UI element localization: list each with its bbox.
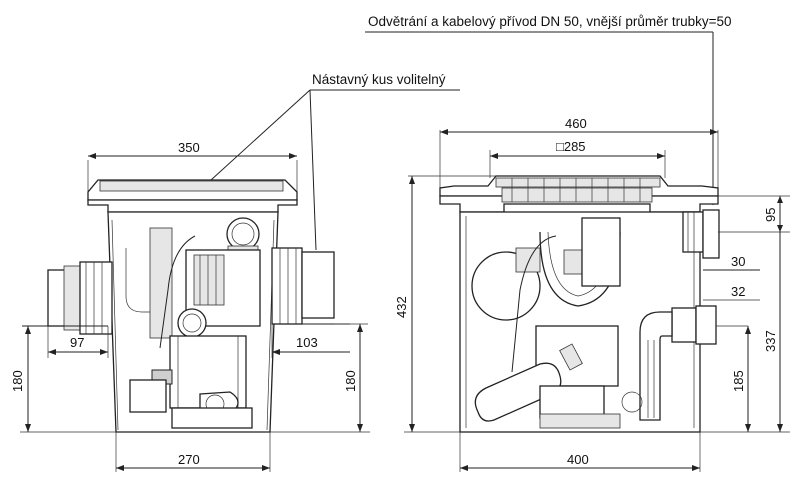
left-width-bottom: 270 [178, 452, 200, 467]
right-inlet-dim: 103 [296, 335, 318, 350]
square-dim: □285 [556, 139, 586, 154]
vent-leader [365, 31, 714, 205]
lid-ribs [501, 178, 653, 203]
extension-annotation: Nástavný kus volitelný [312, 72, 446, 87]
right-width-top: 460 [565, 116, 587, 131]
left-width-top: 350 [178, 140, 200, 155]
right-height-dim: 180 [343, 370, 358, 392]
left-height-dim: 180 [10, 370, 25, 392]
extension-leader [199, 89, 460, 251]
left-view [20, 153, 370, 472]
dim-95: 95 [763, 208, 778, 222]
right-view [404, 129, 790, 472]
dim-337: 337 [763, 330, 778, 352]
dim-30: 30 [731, 254, 745, 269]
right-width-bottom: 400 [567, 452, 589, 467]
dim-185: 185 [731, 370, 746, 392]
vent-annotation: Odvětrání a kabelový přívod DN 50, vnějš… [368, 14, 732, 29]
dim-32: 32 [731, 284, 745, 299]
total-height-dim: 432 [394, 296, 409, 318]
left-inlet-dim: 97 [70, 335, 84, 350]
